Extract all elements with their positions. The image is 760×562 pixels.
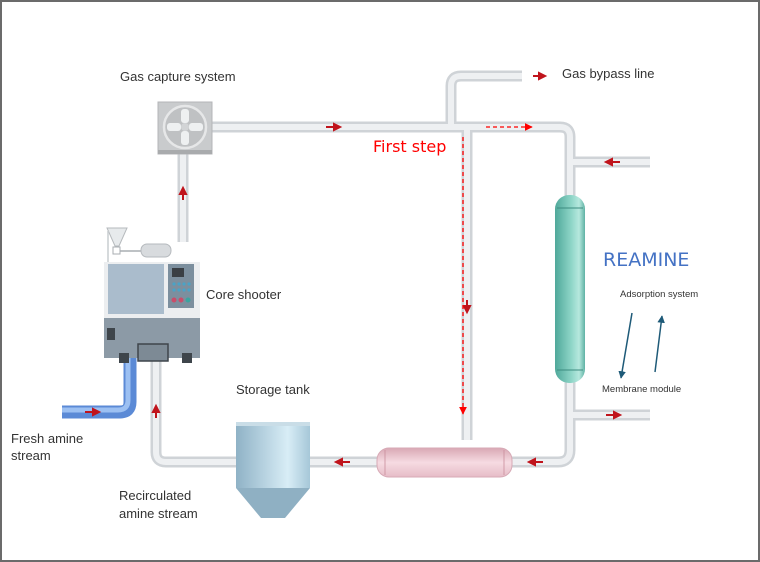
arrow-left-icon	[333, 457, 350, 467]
fan-icon	[167, 109, 203, 145]
label-recirculated-line2: amine stream	[119, 506, 198, 521]
pipe-network	[62, 70, 650, 468]
gas-capture-fan	[157, 101, 213, 155]
label-fresh-amine-line1: Fresh amine	[11, 431, 84, 446]
arrow-right-icon	[606, 410, 623, 420]
heat-exchanger	[376, 447, 513, 478]
label-recirculated-line1: Recirculated	[119, 488, 192, 503]
label-core-shooter: Core shooter	[206, 287, 282, 302]
arrow-to-adsorption-icon	[654, 315, 665, 373]
label-gas-capture-system: Gas capture system	[120, 69, 236, 84]
arrow-left-icon	[603, 157, 620, 167]
adsorption-column	[555, 195, 585, 383]
arrow-right-icon	[533, 71, 548, 81]
label-storage-tank: Storage tank	[236, 382, 310, 397]
core-shooter-machine	[104, 227, 200, 363]
arrow-up-icon	[151, 403, 161, 418]
first-step-path	[459, 123, 533, 415]
pipe-column-outlet	[510, 380, 576, 468]
arrow-left-icon	[526, 457, 543, 467]
arrow-up-icon	[178, 185, 188, 200]
pipe-fresh-amine	[62, 355, 137, 419]
label-first-step: First step	[373, 137, 447, 156]
arrow-right-icon	[85, 407, 102, 417]
pipe-recirculated	[150, 358, 240, 468]
pipe-gas-bypass	[445, 70, 522, 127]
label-adsorption-system: Adsorption system	[620, 289, 699, 300]
flow-arrows	[85, 71, 623, 467]
label-reamine: REAMINE	[603, 249, 690, 271]
arrow-right-icon	[326, 122, 343, 132]
storage-tank	[236, 422, 310, 518]
switch-arrows	[618, 312, 665, 379]
label-fresh-amine-line2: stream	[11, 448, 51, 463]
arrow-down-icon	[462, 300, 472, 315]
label-gas-bypass-line: Gas bypass line	[562, 66, 655, 81]
label-membrane-module: Membrane module	[602, 384, 682, 395]
arrow-to-membrane-icon	[618, 312, 633, 379]
